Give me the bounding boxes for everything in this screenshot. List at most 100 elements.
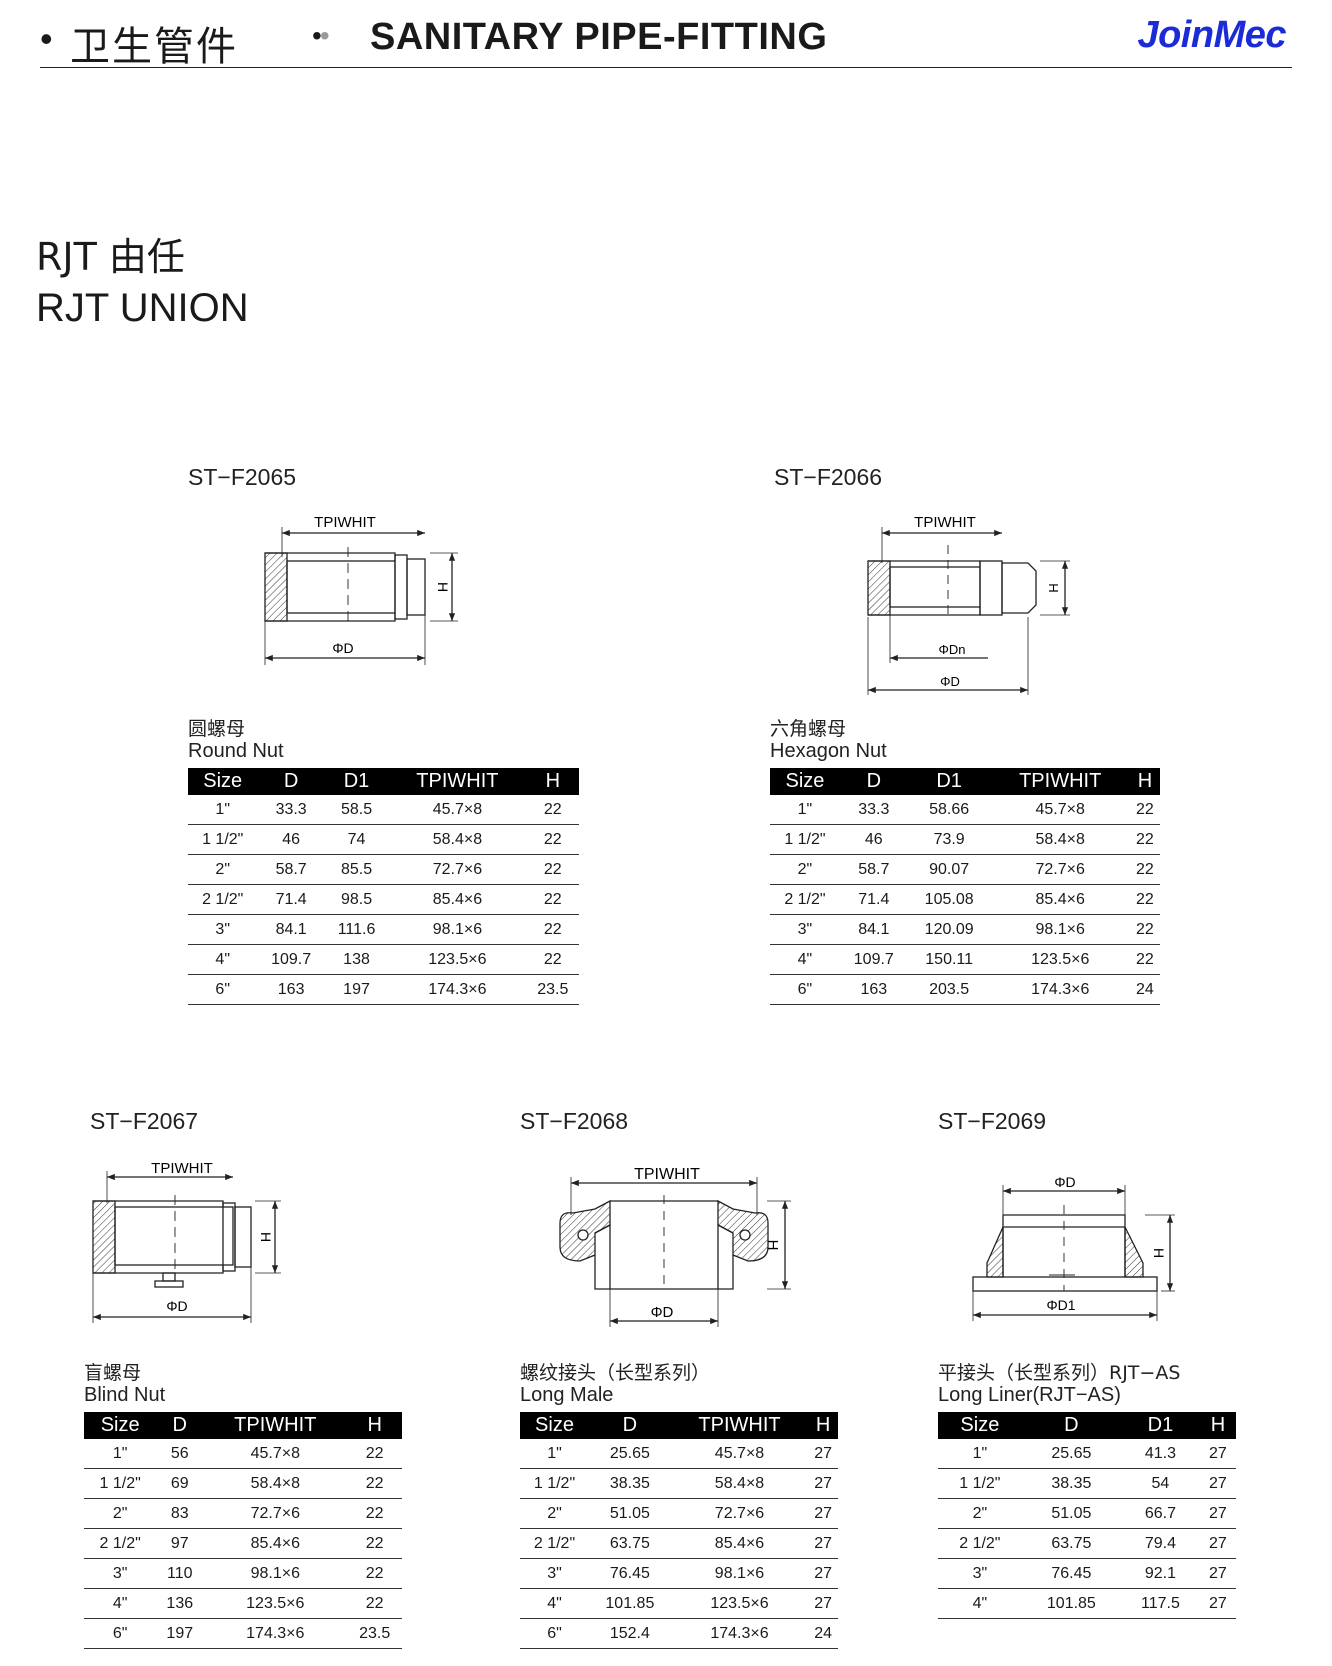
table-cell: 25.65: [588, 1439, 671, 1469]
table-cell: 123.5×6: [990, 944, 1130, 975]
table-cell: 2 1/2": [938, 1528, 1022, 1559]
table-cell: 1 1/2": [84, 1468, 157, 1499]
table-cell: 1": [188, 795, 258, 825]
table-cell: 2": [520, 1498, 589, 1529]
page-title-en: RJT UNION: [36, 286, 249, 330]
drawing-label-top: TPIWHIT: [634, 1166, 700, 1183]
table-cell: 101.85: [588, 1588, 671, 1619]
drawing-label-bottom: ΦD: [651, 1304, 674, 1321]
table-cell: 101.85: [1021, 1588, 1122, 1619]
table-cell: 136: [156, 1588, 204, 1619]
table-cell: 22: [526, 944, 579, 975]
column-header: Size: [938, 1412, 1022, 1439]
table-cell: 38.35: [1021, 1468, 1122, 1499]
drawing-label-side: H: [764, 1240, 781, 1251]
table-cell: 84.1: [839, 914, 908, 945]
drawing-label-top: ΦD: [1054, 1174, 1075, 1190]
header-dots: ••: [312, 20, 330, 52]
table-cell: 1 1/2": [770, 824, 840, 855]
table-cell: 74: [324, 824, 389, 855]
table-cell: 6": [188, 974, 258, 1005]
table-cell: 22: [526, 854, 579, 885]
table-cell: 4": [520, 1588, 589, 1619]
product-name-en-f2068: Long Male: [520, 1384, 614, 1406]
drawing-blind-nut: TPIWHIT H ΦD: [92, 1160, 281, 1323]
table-cell: 23.5: [347, 1618, 402, 1649]
table-cell: 51.05: [1021, 1498, 1122, 1529]
table-cell: 120.09: [907, 914, 991, 945]
drawing-label-middle: ΦDn: [939, 642, 966, 657]
column-header: Size: [520, 1412, 589, 1439]
table-cell: 22: [347, 1468, 402, 1499]
table-cell: 4": [84, 1588, 157, 1619]
table-cell: 2": [188, 854, 258, 885]
table-cell: 1": [520, 1439, 589, 1469]
table-cell: 58.4×8: [990, 824, 1130, 855]
table-cell: 27: [1199, 1498, 1236, 1529]
table-cell: 98.1×6: [990, 914, 1130, 945]
column-header: D1: [1121, 1412, 1200, 1439]
drawing-label-top: TPIWHIT: [151, 1160, 213, 1177]
table-cell: 90.07: [907, 854, 991, 885]
product-code-f2066: ST−F2066: [774, 464, 883, 490]
column-header: TPIWHIT: [203, 1412, 348, 1439]
table-cell: 58.5: [324, 795, 389, 825]
column-header: H: [1199, 1412, 1236, 1439]
table-cell: 22: [1129, 884, 1160, 915]
table-cell: 197: [156, 1618, 204, 1649]
table-cell: 2 1/2": [520, 1528, 589, 1559]
table-cell: 33.3: [257, 795, 325, 825]
table-cell: 73.9: [907, 824, 991, 855]
column-header: D1: [907, 768, 991, 795]
table-cell: 123.5×6: [203, 1588, 348, 1619]
table-cell: 3": [84, 1558, 157, 1589]
table-cell: 105.08: [907, 884, 991, 915]
table-cell: 109.7: [257, 944, 325, 975]
table-cell: 22: [347, 1528, 402, 1559]
column-header: Size: [770, 768, 840, 795]
table-cell: 3": [938, 1558, 1022, 1589]
table-cell: 22: [1129, 854, 1160, 885]
drawing-label-bottom: ΦD1: [1046, 1297, 1075, 1313]
column-header: D: [1021, 1412, 1122, 1439]
table-cell: 22: [347, 1588, 402, 1619]
table-cell: 85.5: [324, 854, 389, 885]
table-cell: 98.1×6: [388, 914, 527, 945]
column-header: TPIWHIT: [990, 768, 1130, 795]
product-code-f2065: ST−F2065: [188, 464, 297, 490]
drawing-label-top: TPIWHIT: [314, 514, 376, 531]
table-cell: 72.7×6: [388, 854, 527, 885]
table-cell: 2": [770, 854, 840, 885]
table-cell: 22: [526, 824, 579, 855]
table-cell: 69: [156, 1468, 204, 1499]
product-name-en-f2069: Long Liner(RJT−AS): [938, 1384, 1121, 1406]
drawing-label-bottom: ΦD: [332, 640, 353, 656]
column-header: D: [839, 768, 908, 795]
table-cell: 45.7×8: [990, 795, 1130, 825]
table-cell: 174.3×6: [990, 974, 1130, 1005]
table-cell: 58.7: [257, 854, 325, 885]
header-dot-secondary: •: [319, 20, 330, 51]
table-cell: 66.7: [1121, 1498, 1200, 1529]
table-cell: 46: [839, 824, 908, 855]
table-cell: 4": [770, 944, 840, 975]
product-name-cn-f2066: 六角螺母: [770, 718, 847, 740]
column-header: H: [347, 1412, 402, 1439]
page-title-cn: RJT 由任: [36, 235, 185, 279]
table-cell: 123.5×6: [670, 1588, 809, 1619]
